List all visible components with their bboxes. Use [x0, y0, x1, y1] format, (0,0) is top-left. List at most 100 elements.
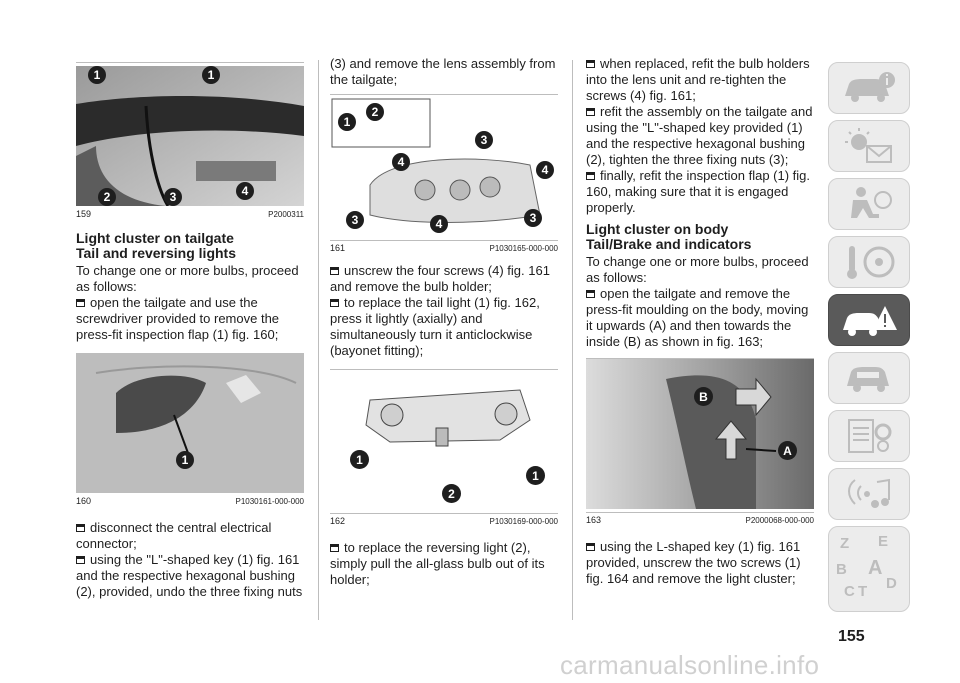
nav-starting-driving[interactable] — [828, 236, 910, 288]
section-heading: Light cluster on body Tail/Brake and ind… — [586, 222, 814, 252]
bullet-text: to replace the reversing light (2), simp… — [330, 540, 545, 587]
bullet-marker-icon — [586, 108, 595, 116]
nav-multimedia[interactable] — [828, 468, 910, 520]
figure-code: P2000311 — [268, 209, 304, 219]
technical-data-icon — [848, 419, 892, 453]
top-rule — [76, 62, 304, 63]
index-letter: E — [878, 533, 889, 550]
figure-code: P1030161-000-000 — [235, 496, 304, 506]
nav-warning-lights[interactable] — [828, 120, 910, 172]
heading-line: Tail and reversing lights — [76, 245, 237, 261]
watermark: carmanualsonline.info — [560, 650, 820, 680]
bullet-item: to replace the reversing light (2), simp… — [330, 540, 558, 588]
bullet-text: when replaced, refit the bulb holders in… — [586, 56, 810, 103]
callout-badge: 1 — [202, 66, 220, 84]
figure-caption: 160 P1030161-000-000 — [76, 496, 304, 506]
inspection-flap-photo — [76, 353, 304, 493]
bullet-text: using the "L"-shaped key (1) fig. 161 an… — [76, 552, 303, 599]
figure-161: 1 2 3 4 4 3 4 3 — [330, 94, 558, 237]
heading-line: Light cluster on body — [586, 221, 729, 237]
callout-badge: 2 — [442, 484, 461, 503]
heading-line: Tail/Brake and indicators — [586, 236, 752, 252]
bullet-marker-icon — [586, 172, 595, 180]
figure-number: 160 — [76, 496, 92, 506]
bullet-marker-icon — [330, 267, 339, 275]
figure-162: 1 1 2 — [330, 369, 558, 510]
figure-code: P2000068-000-000 — [745, 515, 814, 525]
bullet-text: using the L-shaped key (1) fig. 161 prov… — [586, 539, 801, 586]
callout-badge: 4 — [236, 182, 254, 200]
column-2: (3) and remove the lens assembly from th… — [330, 56, 558, 588]
figure-code: P1030165-000-000 — [489, 243, 558, 253]
callout-badge: 1 — [526, 466, 545, 485]
nav-car-info[interactable] — [828, 62, 910, 114]
callout-badge: 2 — [98, 188, 116, 206]
index-letter: Z — [840, 535, 850, 552]
callout-badge: B — [694, 387, 713, 406]
callout-badge: A — [778, 441, 797, 460]
bullet-marker-icon — [76, 556, 85, 564]
safety-airbag-icon — [851, 187, 892, 218]
bullet-item: refit the assembly on the tailgate and u… — [586, 104, 814, 168]
section-heading: Light cluster on tailgate Tail and rever… — [76, 231, 304, 261]
figure-number: 162 — [330, 516, 346, 526]
intro-paragraph: To change one or more bulbs, proceed as … — [586, 254, 809, 285]
figure-number: 159 — [76, 209, 92, 219]
callout-badge: 1 — [350, 450, 369, 469]
warning-lights-icon — [845, 128, 892, 163]
bullet-marker-icon — [76, 524, 85, 532]
callout-badge: 4 — [536, 161, 554, 179]
callout-badge: 2 — [366, 103, 384, 121]
car-maintenance-icon — [847, 367, 889, 392]
index-letter: B — [836, 561, 847, 578]
nav-index[interactable]: Z E B A C T D — [828, 526, 910, 612]
bullet-item: unscrew the four screws (4) fig. 161 and… — [330, 263, 558, 295]
column-1: 1 1 2 3 4 159 P2000311 Light cluster on … — [76, 66, 304, 600]
bullet-text: finally, refit the inspection flap (1) f… — [586, 168, 811, 215]
callout-badge: 3 — [346, 211, 364, 229]
callout-badge: 3 — [164, 188, 182, 206]
tailgate-photo — [76, 66, 304, 206]
bullet-item: using the "L"-shaped key (1) fig. 161 an… — [76, 552, 304, 600]
bullet-text: disconnect the central electrical connec… — [76, 520, 272, 551]
bullet-item: using the L-shaped key (1) fig. 161 prov… — [586, 539, 814, 587]
callout-badge: 1 — [88, 66, 106, 84]
bullet-marker-icon — [330, 299, 339, 307]
bullet-text: refit the assembly on the tailgate and u… — [586, 104, 813, 167]
bullet-item: disconnect the central electrical connec… — [76, 520, 304, 552]
nav-maintenance[interactable] — [828, 352, 910, 404]
callout-badge: 1 — [338, 113, 356, 131]
figure-160: 1 — [76, 353, 304, 493]
bullet-text: unscrew the four screws (4) fig. 161 and… — [330, 263, 550, 294]
index-letter: T — [858, 583, 868, 600]
page-number: 155 — [838, 628, 865, 645]
multimedia-icon — [848, 478, 890, 508]
bullet-item: open the tailgate and remove the press-f… — [586, 286, 814, 350]
car-info-icon — [845, 72, 895, 102]
figure-code: P1030169-000-000 — [489, 516, 558, 526]
callout-badge: 4 — [430, 215, 448, 233]
nav-emergency[interactable] — [828, 294, 910, 346]
figure-caption: 161 P1030165-000-000 — [330, 240, 558, 253]
figure-number: 163 — [586, 515, 602, 525]
bullet-item: open the tailgate and use the screwdrive… — [76, 295, 304, 343]
nav-technical-data[interactable] — [828, 410, 910, 462]
callout-badge: 4 — [392, 153, 410, 171]
bullet-marker-icon — [586, 290, 595, 298]
steering-key-icon — [847, 246, 895, 279]
nav-safety[interactable] — [828, 178, 910, 230]
callout-badge: 3 — [475, 131, 493, 149]
body-moulding-photo — [586, 359, 814, 509]
index-letter: C — [844, 583, 855, 600]
bullet-text: open the tailgate and remove the press-f… — [586, 286, 809, 349]
bullet-text: open the tailgate and use the screwdrive… — [76, 295, 280, 342]
index-az-icon: Z E B A C T D — [834, 531, 904, 607]
column-divider — [318, 60, 319, 620]
bullet-marker-icon — [76, 299, 85, 307]
bullet-item: when replaced, refit the bulb holders in… — [586, 56, 814, 104]
figure-163: B A — [586, 358, 814, 509]
figure-number: 161 — [330, 243, 346, 253]
index-letter: A — [868, 557, 883, 579]
figure-caption: 159 P2000311 — [76, 209, 304, 219]
callout-badge: 1 — [176, 451, 194, 469]
